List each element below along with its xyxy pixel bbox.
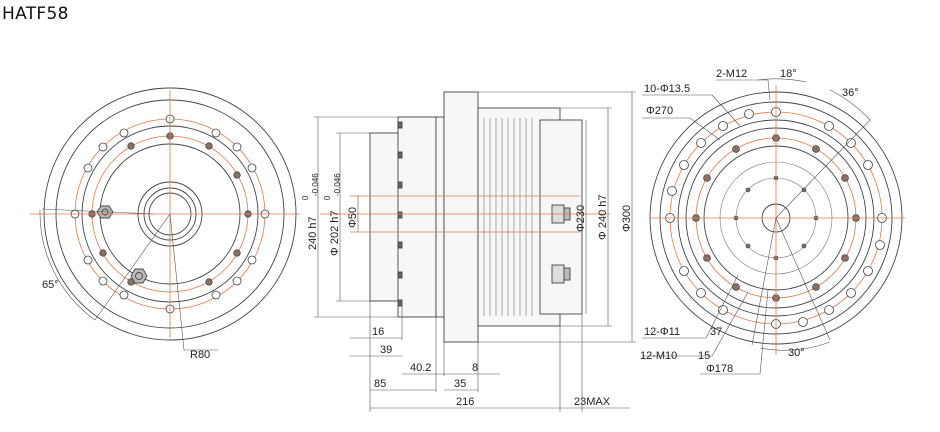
dim-39: 39: [380, 344, 392, 356]
dim-50-label: Φ50: [347, 207, 359, 228]
label-12-m10-depth: 15: [698, 350, 710, 362]
label-dia-270: Φ270: [646, 105, 673, 117]
label-angle-36: 36°: [842, 87, 859, 99]
side-view: 240 h7 0 -0.046 Φ 202 h7 0 -0.046 Φ50 Φ2…: [301, 91, 636, 412]
dim-240-tol-top: 0: [301, 195, 310, 200]
dim-40-2: 40.2: [410, 362, 431, 374]
dim-216: 216: [456, 396, 474, 408]
label-12-m10: 12-M10: [640, 350, 677, 362]
dim-230-label: Φ230: [575, 205, 587, 232]
label-12-holes-11-depth: 37: [710, 326, 722, 338]
dim-8: 8: [472, 362, 478, 374]
dim-16: 16: [372, 326, 384, 338]
left-inner-holes: [88, 132, 252, 286]
drawing-title: HATF58: [2, 4, 69, 24]
dim-85: 85: [374, 378, 386, 390]
dim-240-right-label: Φ 240 h7: [597, 195, 609, 240]
left-nipples: [96, 205, 148, 284]
dim-240-h7-label: 240 h7: [307, 216, 319, 250]
label-12-holes-11: 12-Φ11: [644, 326, 680, 338]
right-mid-holes: [692, 134, 860, 302]
label-angle-30: 30°: [788, 347, 805, 359]
dim-240-tol-bot: -0.046: [311, 173, 320, 196]
label-dia-178: Φ178: [706, 363, 733, 375]
left-radius-label: R80: [190, 349, 210, 361]
right-rear-view: 10-Φ13.5 2-M12 18° 36° Φ270 12-Φ11 37 12…: [640, 68, 905, 375]
dim-300-label: Φ300: [621, 205, 633, 232]
left-front-view: 65° R80: [30, 87, 300, 361]
dim-202-tol-top: 0: [323, 195, 332, 200]
dim-23max: 23MAX: [574, 396, 611, 408]
dim-202-tol-bot: -0.046: [333, 173, 342, 196]
right-inner-holes: [733, 175, 819, 261]
label-angle-18: 18°: [780, 68, 797, 80]
dim-202-h7-label: Φ 202 h7: [329, 211, 341, 256]
side-fins: [483, 118, 533, 316]
label-2-m12: 2-M12: [716, 68, 747, 80]
label-10-holes: 10-Φ13.5: [644, 83, 690, 95]
left-angle-label: 65°: [42, 279, 59, 291]
dim-35: 35: [454, 378, 466, 390]
